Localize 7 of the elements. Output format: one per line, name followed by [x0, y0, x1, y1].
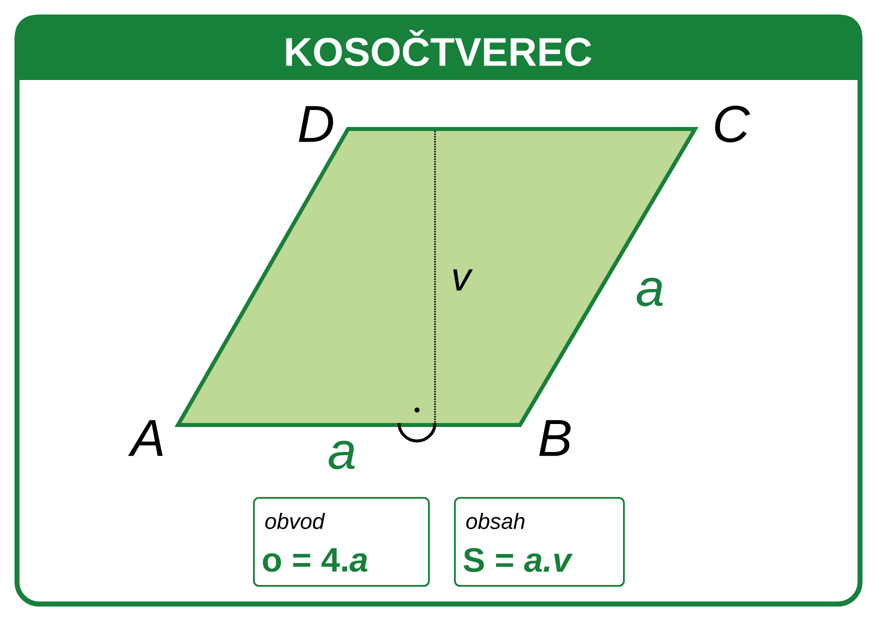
- formula-box: obvod o = 4.a: [253, 497, 430, 587]
- vertex-label: A: [128, 420, 163, 456]
- vertex-label: C: [715, 106, 750, 142]
- side-label: a: [328, 440, 355, 470]
- side-label: a: [636, 278, 663, 306]
- title-banner: KOSOČTVEREC: [15, 15, 862, 80]
- formula-box: obsah S = a.v: [454, 497, 625, 587]
